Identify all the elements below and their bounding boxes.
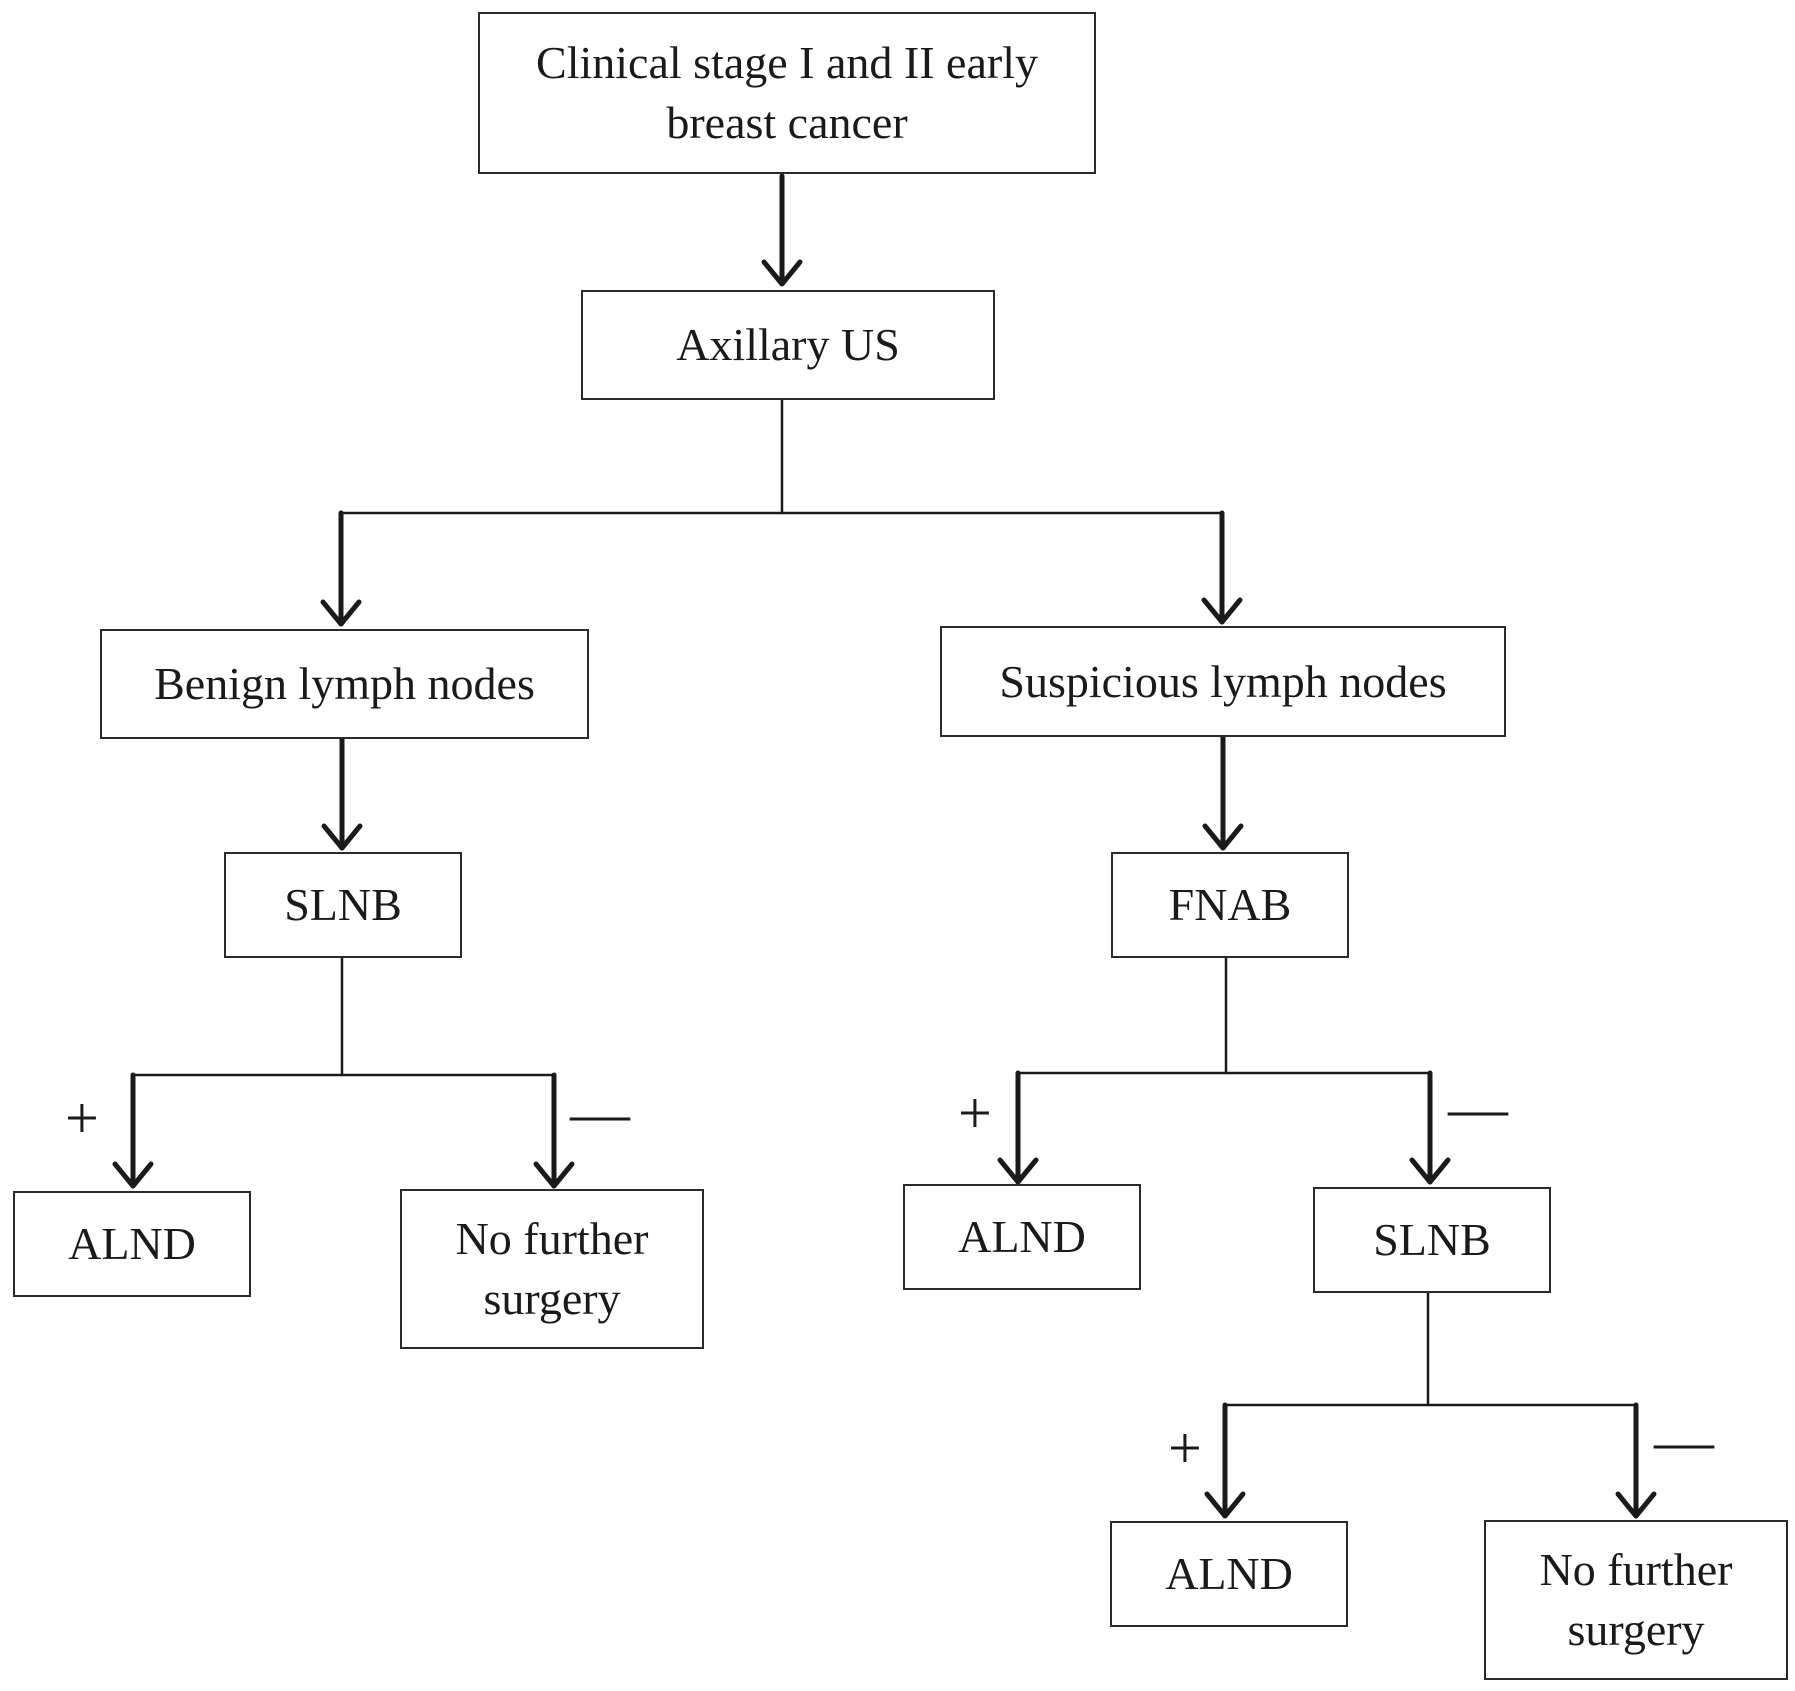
arrowhead-slnb-right (1409, 1157, 1451, 1185)
fnab-node: FNAB (1111, 852, 1349, 958)
start-node: Clinical stage I and II early breast can… (478, 12, 1096, 174)
alnd-mid-node: ALND (903, 1184, 1141, 1290)
arrowhead-slnb-left (321, 823, 363, 851)
arrowhead-benign (320, 599, 362, 627)
plus-sign-fnab: + (958, 1080, 992, 1146)
arrowhead-alnd-left (112, 1161, 154, 1189)
slnb-left-node: SLNB (224, 852, 462, 958)
arrowhead-fnab (1202, 823, 1244, 851)
no-further-surgery-bottom-node: No further surgery (1484, 1520, 1788, 1680)
minus-sign-slnb-left: — (570, 1080, 630, 1146)
arrowhead-alnd-bottom (1204, 1491, 1246, 1519)
arrowhead-axillary-us (761, 259, 803, 287)
minus-sign-fnab: — (1448, 1075, 1508, 1141)
slnb-right-node: SLNB (1313, 1187, 1551, 1293)
alnd-left-node: ALND (13, 1191, 251, 1297)
alnd-bottom-node: ALND (1110, 1521, 1348, 1627)
arrowhead-suspicious (1201, 597, 1243, 625)
suspicious-lymph-nodes-node: Suspicious lymph nodes (940, 626, 1506, 737)
arrowhead-alnd-mid (997, 1157, 1039, 1185)
no-further-surgery-left-node: No further surgery (400, 1189, 704, 1349)
arrowhead-no-further-bottom (1615, 1491, 1657, 1519)
axillary-us-node: Axillary US (581, 290, 995, 400)
plus-sign-slnb-left: + (65, 1085, 99, 1151)
minus-sign-slnb-right: — (1654, 1408, 1714, 1474)
plus-sign-slnb-right: + (1168, 1415, 1202, 1481)
benign-lymph-nodes-node: Benign lymph nodes (100, 629, 589, 739)
arrowhead-no-further-left (533, 1161, 575, 1189)
